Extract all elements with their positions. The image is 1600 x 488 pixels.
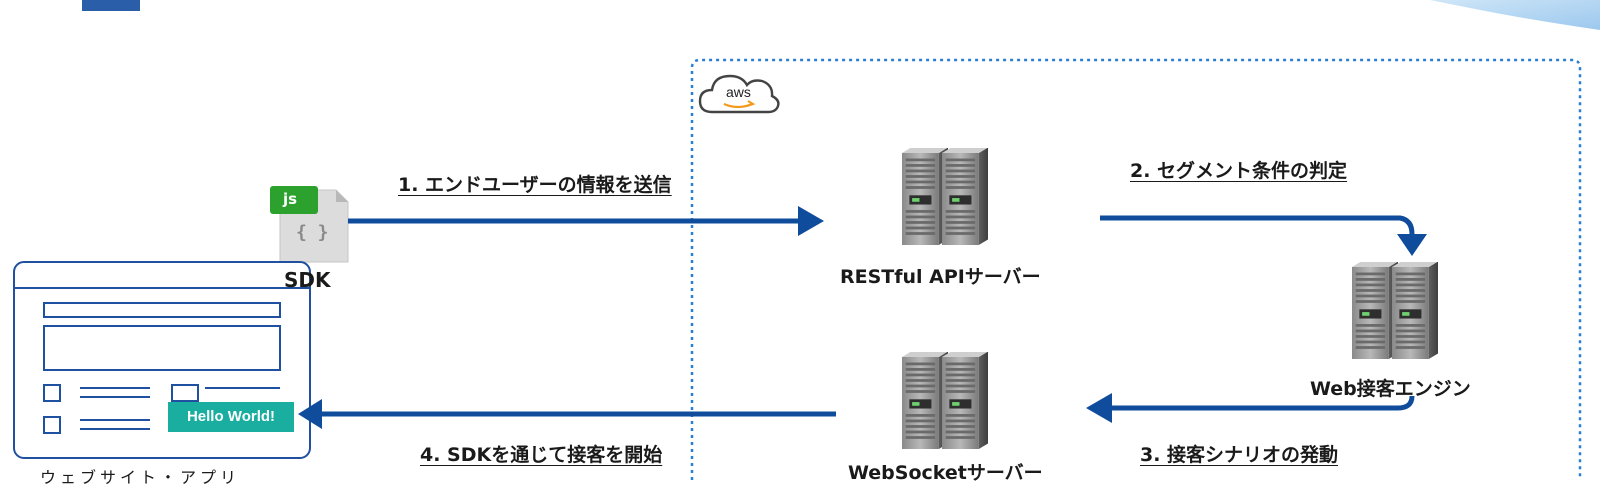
websocket-server-label: WebSocketサーバー bbox=[848, 462, 1043, 484]
step2-label: 2. セグメント条件の判定 bbox=[1130, 160, 1348, 182]
sdk-label: SDK bbox=[284, 268, 331, 292]
aws-logo-text: aws bbox=[726, 84, 751, 100]
sdk-js-badge: js bbox=[283, 190, 298, 208]
aws-cloud-icon bbox=[698, 74, 780, 114]
arrow-step3 bbox=[1086, 393, 1415, 423]
sdk-file-icon bbox=[270, 186, 349, 263]
arrow-step2 bbox=[1100, 215, 1427, 256]
web-engine-server-icon bbox=[1352, 262, 1438, 359]
arrow-step1 bbox=[348, 206, 824, 236]
hello-world-popup: Hello World! bbox=[168, 402, 294, 432]
aws-boundary bbox=[690, 58, 1582, 480]
title-accent-bar bbox=[82, 0, 140, 11]
restful-api-server-label: RESTful APIサーバー bbox=[840, 266, 1041, 288]
step1-label: 1. エンドユーザーの情報を送信 bbox=[398, 174, 672, 196]
sdk-braces: { } bbox=[296, 222, 329, 243]
websocket-server-icon bbox=[902, 352, 988, 449]
arrow-step4 bbox=[298, 399, 836, 429]
web-engine-server-label: Web接客エンジン bbox=[1310, 378, 1471, 400]
step4-label: 4. SDKを通じて接客を開始 bbox=[420, 444, 663, 466]
step3-label: 3. 接客シナリオの発動 bbox=[1140, 444, 1339, 466]
website-wireframe bbox=[13, 261, 311, 459]
website-caption: ウェブサイト・アプリ bbox=[40, 468, 241, 487]
corner-swoosh bbox=[1430, 0, 1600, 30]
restful-api-server-icon bbox=[902, 148, 988, 245]
